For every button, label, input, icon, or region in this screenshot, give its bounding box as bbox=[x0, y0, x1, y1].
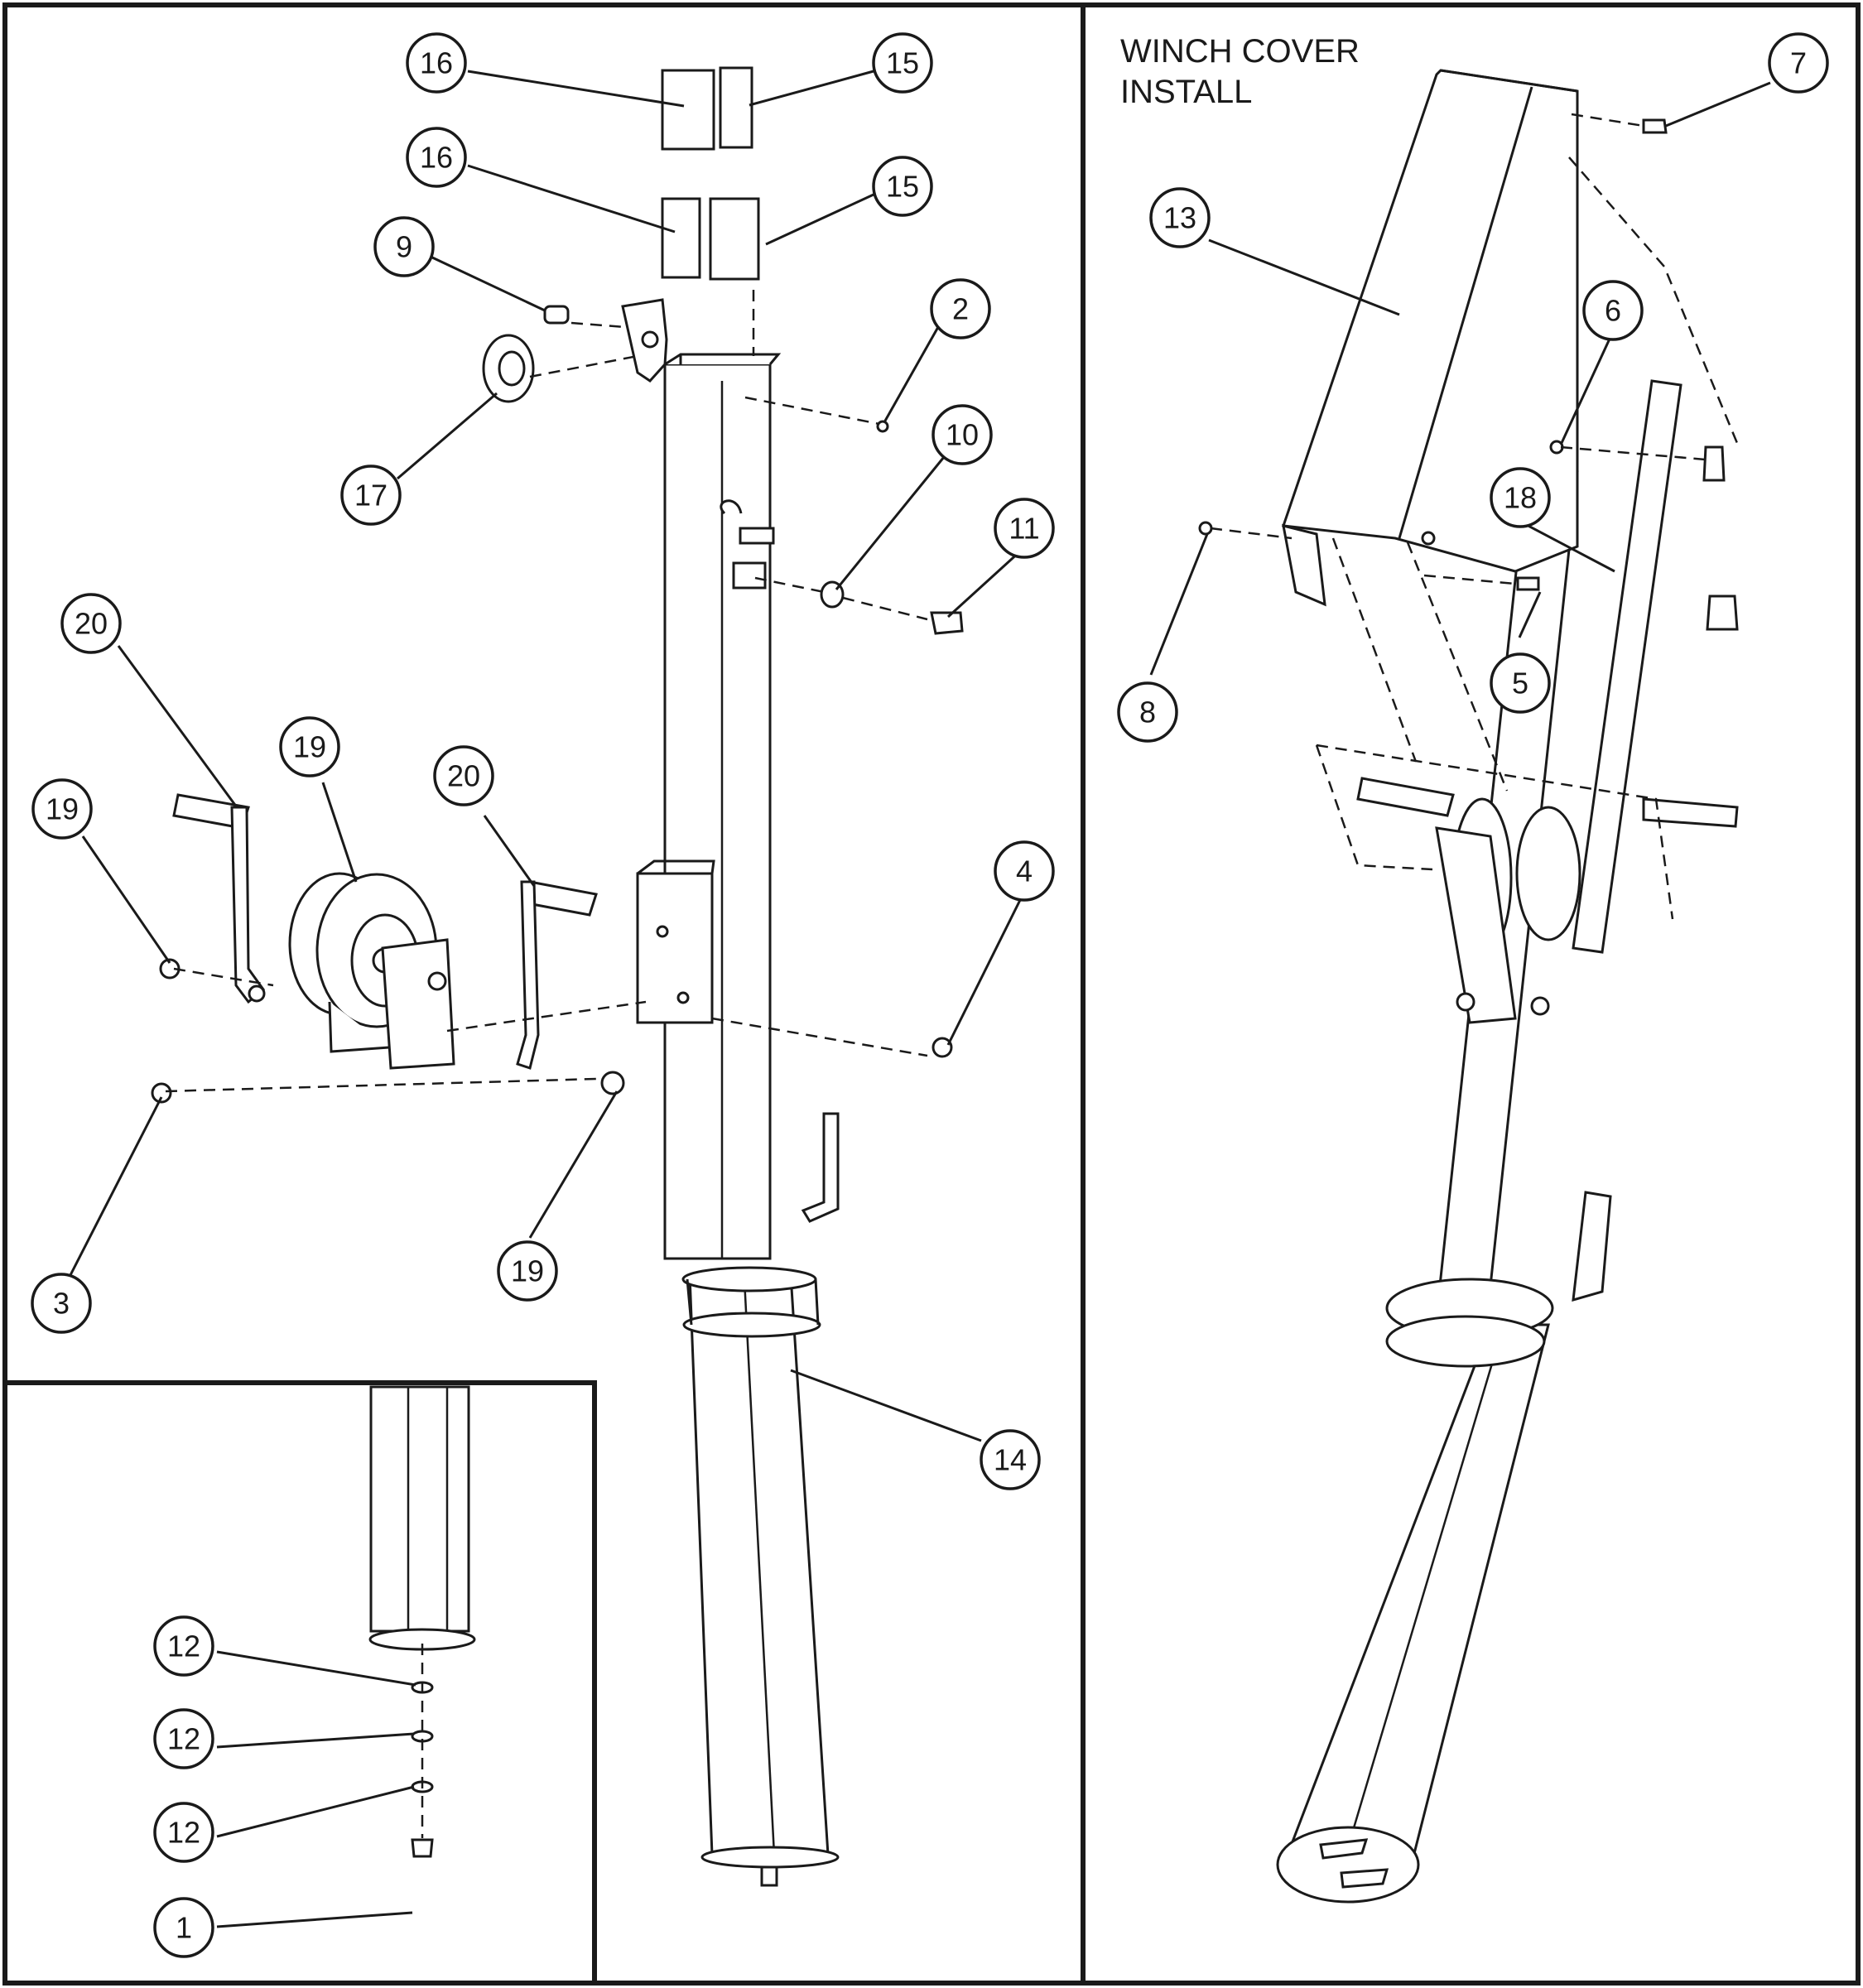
callout-15-lower: 15 bbox=[872, 156, 933, 217]
svg-text:15: 15 bbox=[886, 46, 919, 80]
callout-19-drum: 19 bbox=[279, 716, 340, 777]
callout-7: 7 bbox=[1768, 32, 1829, 94]
svg-text:10: 10 bbox=[946, 418, 979, 452]
callout-20-left: 20 bbox=[60, 593, 122, 654]
callout-12-a: 12 bbox=[153, 1615, 214, 1677]
inset-foot-detail bbox=[368, 1385, 476, 1858]
svg-text:5: 5 bbox=[1512, 667, 1528, 700]
callout-16-lower: 16 bbox=[406, 127, 467, 188]
callout-17: 17 bbox=[340, 465, 402, 526]
svg-text:20: 20 bbox=[75, 607, 108, 641]
callout-12-b: 12 bbox=[153, 1708, 214, 1769]
svg-text:16: 16 bbox=[420, 46, 453, 80]
callout-6: 6 bbox=[1582, 280, 1644, 341]
callout-bubbles: 16 15 16 15 9 2 17 10 11 20 19 19 20 4 3… bbox=[31, 32, 1829, 1958]
svg-text:19: 19 bbox=[46, 792, 79, 826]
panel-title-line1: WINCH COVER bbox=[1120, 33, 1360, 70]
callout-8: 8 bbox=[1117, 681, 1178, 743]
jack-post-assembly bbox=[621, 298, 840, 1887]
assembly-lines-left bbox=[165, 290, 928, 1838]
callout-5: 5 bbox=[1490, 652, 1551, 714]
svg-text:13: 13 bbox=[1163, 201, 1196, 235]
svg-text:3: 3 bbox=[53, 1287, 70, 1321]
panel-title-line2: INSTALL bbox=[1120, 74, 1252, 110]
svg-text:19: 19 bbox=[511, 1254, 544, 1288]
winch-cover-assembly bbox=[1198, 69, 1739, 1904]
svg-text:1: 1 bbox=[176, 1911, 192, 1945]
side-hardware bbox=[820, 420, 964, 1058]
callout-20-right: 20 bbox=[433, 745, 494, 806]
svg-text:14: 14 bbox=[994, 1443, 1027, 1477]
callout-15-top: 15 bbox=[872, 32, 933, 94]
svg-text:12: 12 bbox=[167, 1722, 200, 1756]
callout-9: 9 bbox=[373, 216, 435, 277]
callout-4: 4 bbox=[994, 840, 1055, 902]
svg-text:6: 6 bbox=[1605, 294, 1621, 328]
svg-text:8: 8 bbox=[1139, 696, 1156, 729]
svg-text:12: 12 bbox=[167, 1629, 200, 1663]
callout-12-c: 12 bbox=[153, 1802, 214, 1863]
callout-19-left: 19 bbox=[31, 778, 93, 840]
callout-2: 2 bbox=[930, 278, 991, 339]
winch-exploded bbox=[151, 793, 625, 1104]
svg-text:17: 17 bbox=[354, 479, 388, 513]
callout-16-top: 16 bbox=[406, 32, 467, 94]
svg-text:7: 7 bbox=[1790, 46, 1807, 80]
pulley-and-pin bbox=[482, 305, 570, 403]
callout-11: 11 bbox=[994, 498, 1055, 559]
callout-13: 13 bbox=[1149, 187, 1211, 248]
svg-text:9: 9 bbox=[396, 230, 412, 264]
leader-lines bbox=[69, 70, 1771, 1928]
svg-text:2: 2 bbox=[952, 292, 969, 326]
svg-text:19: 19 bbox=[293, 730, 326, 764]
callout-1: 1 bbox=[153, 1897, 214, 1958]
callout-19-bottom: 19 bbox=[497, 1240, 558, 1302]
svg-text:20: 20 bbox=[447, 759, 480, 793]
slide-pads bbox=[661, 66, 760, 281]
svg-text:15: 15 bbox=[886, 170, 919, 204]
callout-18: 18 bbox=[1490, 467, 1551, 528]
svg-text:4: 4 bbox=[1016, 854, 1033, 888]
svg-text:18: 18 bbox=[1504, 481, 1537, 515]
callout-3: 3 bbox=[31, 1273, 92, 1334]
callout-14: 14 bbox=[980, 1429, 1041, 1490]
svg-text:16: 16 bbox=[420, 141, 453, 175]
svg-text:12: 12 bbox=[167, 1816, 200, 1850]
svg-text:11: 11 bbox=[1009, 512, 1039, 546]
callout-10: 10 bbox=[932, 404, 993, 465]
assembly-lines-right bbox=[1210, 113, 1740, 920]
